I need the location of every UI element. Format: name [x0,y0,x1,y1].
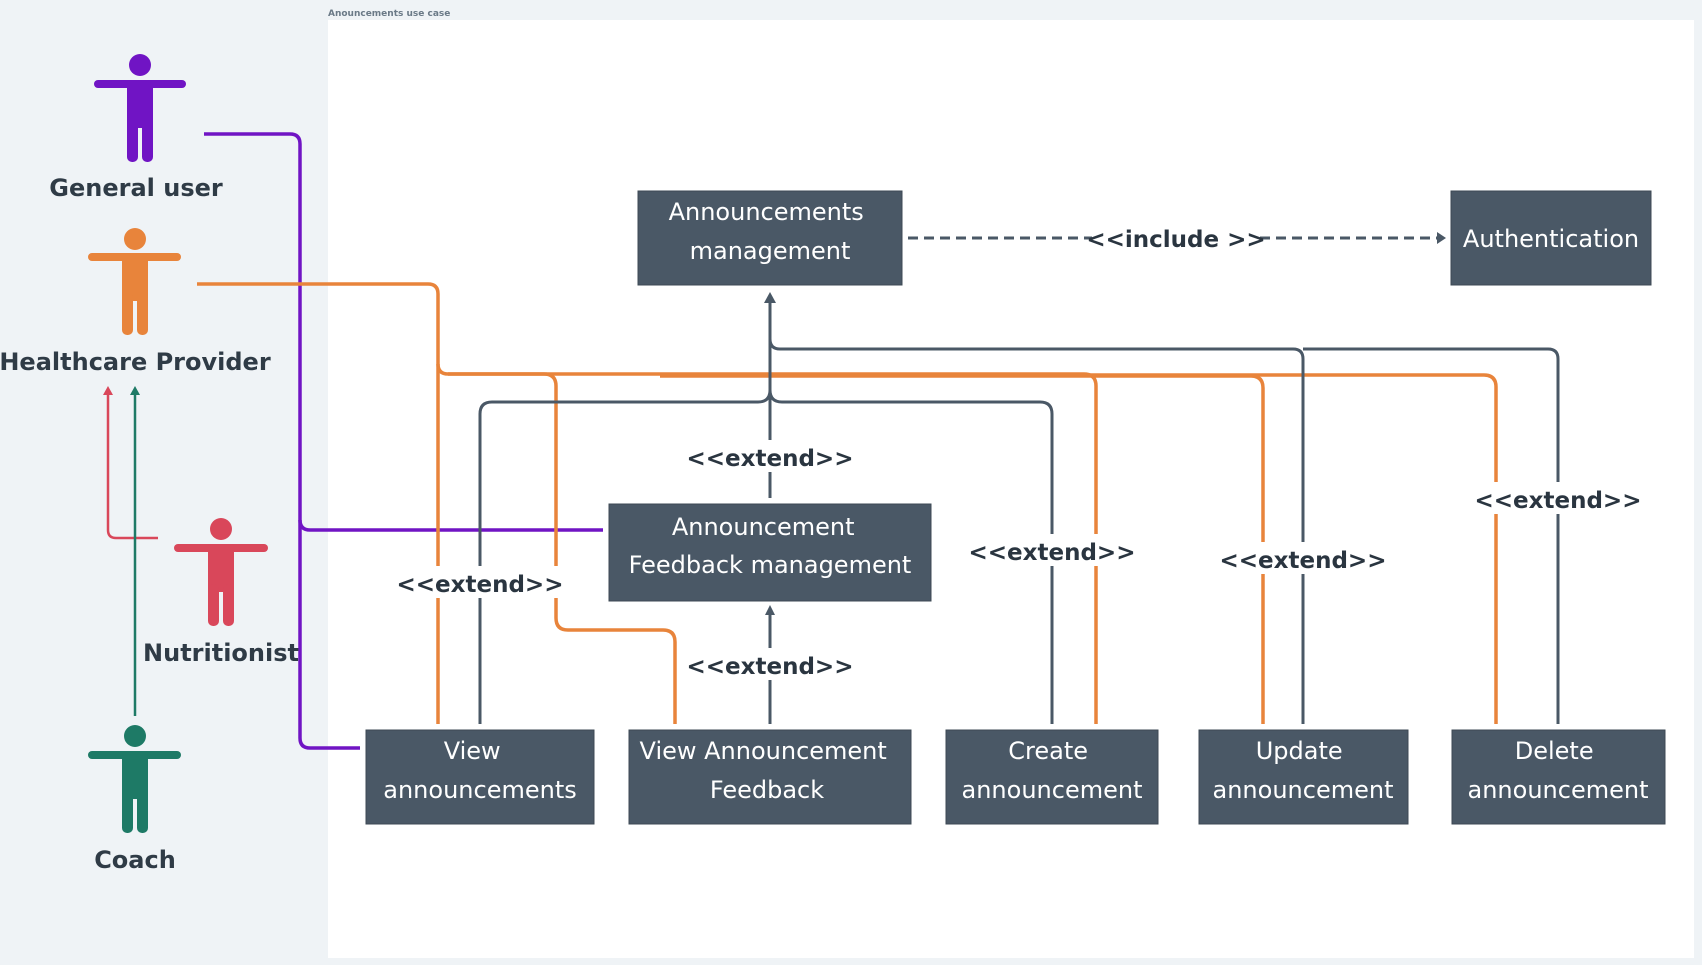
extend-label-feedback-mgmt: <<extend>> [687,446,854,472]
general-user-connectors [204,132,603,750]
use-case-delete-announcement-label: Delete announcement [1468,737,1649,804]
hp-to-view-feedback [543,372,677,724]
use-case-authentication-label: Authentication [1463,225,1639,253]
use-case-view-announcements-label: View announcements [383,737,576,804]
extend-label-update: <<extend>> [1220,548,1387,574]
use-case-announcements-management-label: Announcements management [669,198,872,265]
extend-arrowhead-mgmt [764,292,776,303]
include-arrowhead [1437,232,1446,244]
use-case-create-announcement-label: Create announcement [962,737,1143,804]
hp-main-trunk [197,282,544,376]
include-label: <<include >> [1086,227,1265,253]
extend-label-update-group: <<extend>> [1220,542,1387,574]
use-case-create-announcement[interactable]: Create announcement [945,729,1159,825]
person-icon [94,54,186,162]
extend-label-create: <<extend>> [969,540,1136,566]
use-case-delete-announcement[interactable]: Delete announcement [1451,729,1666,825]
nutritionist-generalization [106,393,158,540]
person-icon [88,725,181,833]
coach-generalization-arrowhead [130,386,140,395]
use-case-update-announcement[interactable]: Update announcement [1198,729,1409,825]
hp-to-delete [900,373,1498,724]
extend-label-delete-group: <<extend>> [1475,482,1642,514]
extend-label-delete: <<extend>> [1475,488,1642,514]
person-icon [88,228,181,335]
general-user-to-view-announcements [204,132,360,750]
use-case-feedback-management-label: Announcement Feedback management [629,513,912,579]
extend-line-delete [1303,347,1560,724]
actor-healthcare-provider[interactable]: Healthcare Provider [0,228,271,376]
use-case-authentication[interactable]: Authentication [1450,190,1652,286]
actor-coach[interactable]: Coach [88,725,181,874]
actor-general-user-label: General user [49,174,223,202]
actor-nutritionist[interactable]: Nutritionist [143,518,299,667]
extend-label-view-feedback: <<extend>> [687,654,854,680]
healthcare-provider-connectors [197,282,1498,724]
extend-label-view: <<extend>> [397,572,564,598]
use-case-feedback-management[interactable]: Announcement Feedback management [608,503,932,602]
actor-nutritionist-label: Nutritionist [143,639,299,667]
actor-healthcare-provider-label: Healthcare Provider [0,348,271,376]
nutritionist-generalization-arrowhead [103,386,113,395]
use-case-view-feedback[interactable]: View Announcement Feedback [628,729,912,825]
extend-label-view-group: <<extend>> [397,566,564,598]
general-user-to-feedback-management [298,519,603,532]
frame-title: Anouncements use case [328,9,450,19]
use-case-view-announcements[interactable]: View announcements [365,729,595,825]
actor-general-user[interactable]: General user [49,54,223,202]
extend-connectors [478,300,1560,724]
use-case-announcements-management[interactable]: Announcements management [637,190,903,286]
extend-label-create-group: <<extend>> [969,534,1136,566]
include-label-group: <<include >> [1086,222,1266,254]
use-case-view-feedback-label: View Announcement Feedback [640,737,895,804]
extend-line-update [768,338,1305,724]
person-icon [174,518,268,626]
actor-coach-label: Coach [94,846,176,874]
use-case-update-announcement-label: Update announcement [1213,737,1394,804]
extend-label-view-feedback-group: <<extend>> [687,648,854,680]
extend-label-feedback-mgmt-group: <<extend>> [687,440,854,472]
